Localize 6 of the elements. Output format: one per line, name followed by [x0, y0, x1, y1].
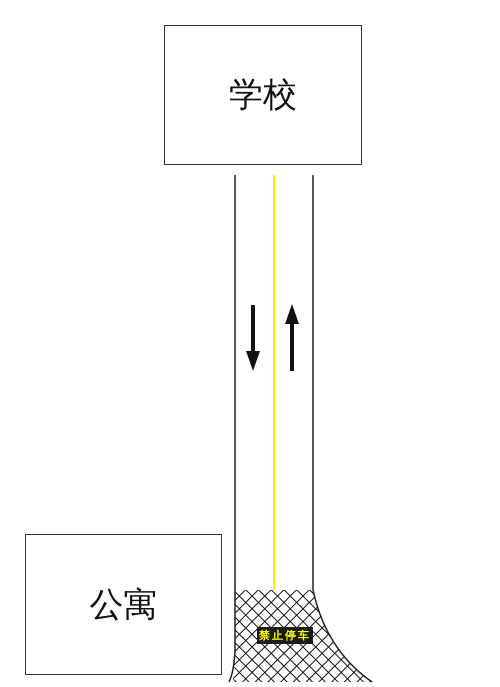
- no-parking-zone: [233, 589, 373, 684]
- building-label: 公寓: [90, 584, 158, 626]
- building-label: 学校: [229, 74, 297, 117]
- building-box: [25, 534, 222, 675]
- zone-label: 禁止停车: [257, 627, 313, 644]
- building-box: [164, 25, 362, 165]
